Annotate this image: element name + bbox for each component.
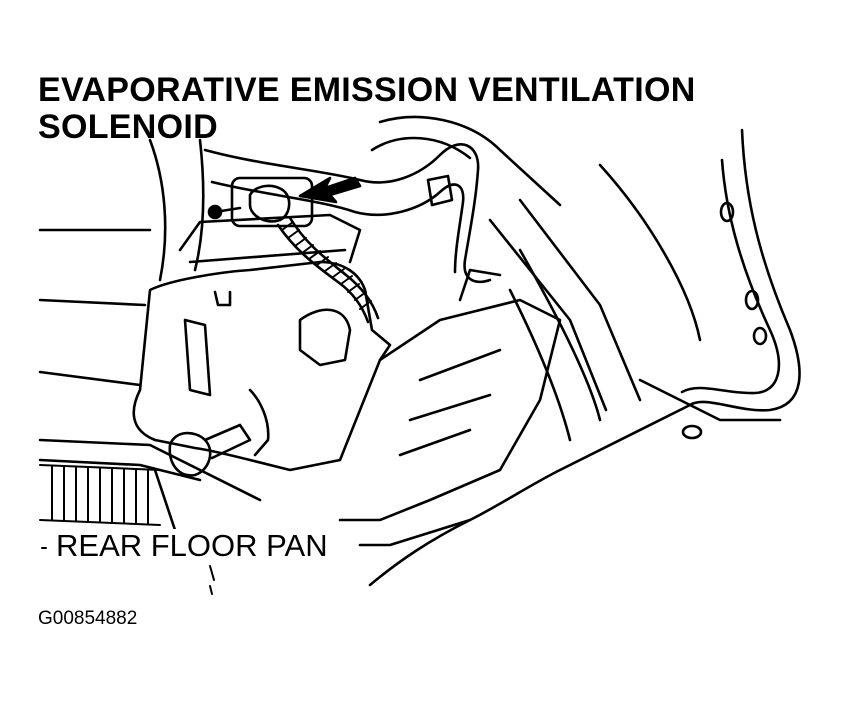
canister-top [178,213,362,264]
frame-rail-mid [488,198,642,412]
floor-grille [39,464,161,526]
title-line-1: EVAPORATIVE EMISSION VENTILATION [38,71,696,109]
panel-holes [681,201,768,440]
floor-edge-right [598,163,782,422]
body-panel-inner [680,158,781,395]
vent-hose-top [203,143,492,284]
canister-housing [132,260,392,472]
solenoid-body [230,176,314,228]
floor-pan-plate [338,298,562,522]
canister-tab [213,290,232,307]
solenoid-bracket [207,204,242,220]
frame-rail-upper [370,115,562,207]
canister-flange [298,308,352,367]
wiring-harness-edge [288,216,380,320]
callout-label-rear-floor-pan: REAR FLOOR PAN [52,529,332,563]
floor-pan-rib [398,268,502,457]
title-line-2: SOLENOID [38,108,218,146]
solenoid-connector [248,184,291,223]
canister-slot [183,318,212,397]
hose-clamp [426,174,454,207]
callout-ticks [41,547,215,595]
drain-tube [168,423,252,477]
callout-leader [153,468,472,547]
left-rail-lines [38,228,262,502]
vent-hose-top-inner [210,180,465,274]
figure-id: G00854882 [38,608,138,629]
diagram-title: EVAPORATIVE EMISSION VENTILATION SOLENOI… [38,72,696,146]
solenoid-arrow-icon [298,176,362,204]
left-hose [148,138,205,282]
wiring-harness [276,223,370,324]
drain-tube-2 [248,388,270,457]
